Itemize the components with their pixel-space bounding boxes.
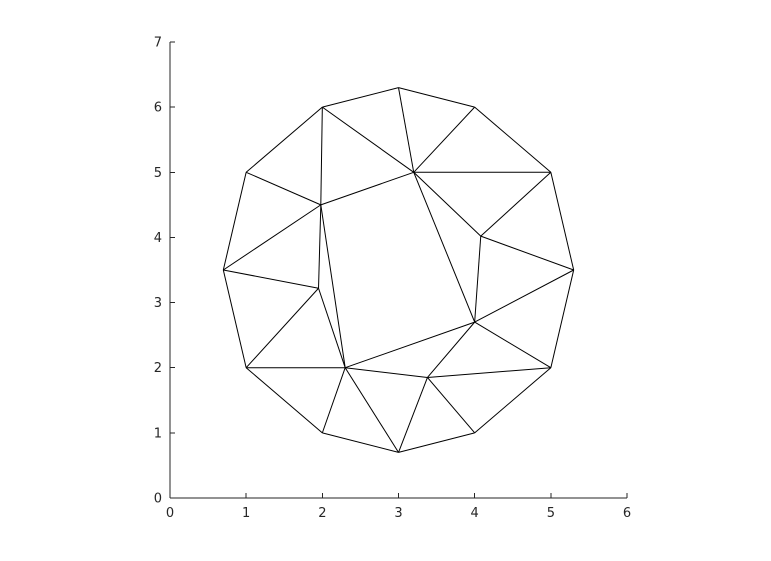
mesh-edge bbox=[480, 235, 574, 271]
y-tick-label: 1 bbox=[154, 426, 162, 441]
y-tick-label: 4 bbox=[154, 231, 162, 246]
mesh-edge bbox=[223, 269, 319, 289]
mesh-edges bbox=[222, 87, 575, 453]
y-tick-label: 7 bbox=[154, 36, 162, 51]
mesh-edge bbox=[413, 106, 476, 173]
mesh-edge bbox=[474, 269, 574, 323]
mesh-edge bbox=[345, 367, 428, 378]
mesh-edge bbox=[480, 171, 552, 237]
x-tick-label: 3 bbox=[394, 506, 402, 521]
mesh-edge bbox=[320, 171, 414, 206]
mesh-edge bbox=[550, 172, 575, 271]
x-tick-label: 2 bbox=[318, 506, 326, 521]
y-tick-label: 2 bbox=[154, 361, 162, 376]
mesh-edge bbox=[320, 107, 323, 205]
x-tick-label: 0 bbox=[166, 506, 174, 521]
x-tick-label: 6 bbox=[623, 506, 631, 521]
mesh-edge bbox=[245, 367, 323, 434]
mesh-edge bbox=[550, 269, 575, 368]
mesh-edge bbox=[427, 367, 551, 378]
mesh-edge bbox=[245, 287, 319, 369]
mesh-edge bbox=[320, 204, 346, 368]
mesh-edge bbox=[321, 367, 346, 434]
mesh-edge bbox=[222, 172, 247, 271]
x-tick-label: 1 bbox=[242, 506, 250, 521]
mesh-edge bbox=[398, 87, 415, 173]
axes bbox=[169, 42, 627, 499]
mesh-edge bbox=[318, 204, 322, 289]
mesh-edge bbox=[344, 367, 399, 453]
mesh-edge bbox=[413, 171, 482, 237]
mesh-edge bbox=[322, 106, 415, 173]
mesh-edge bbox=[474, 367, 552, 434]
mesh-edge bbox=[222, 269, 247, 368]
y-ticks: 0 1 2 3 4 5 6 7 bbox=[154, 36, 175, 507]
x-tick-label: 5 bbox=[547, 506, 555, 521]
mesh-edge bbox=[427, 321, 476, 378]
mesh-edge bbox=[398, 432, 475, 453]
y-tick-label: 5 bbox=[154, 166, 162, 181]
mesh-edge bbox=[345, 321, 475, 369]
mesh-edge bbox=[474, 106, 552, 173]
y-tick-label: 0 bbox=[154, 492, 162, 507]
mesh-edge bbox=[223, 204, 322, 271]
mesh-edge bbox=[245, 106, 323, 173]
x-ticks: 0 1 2 3 4 5 6 bbox=[166, 493, 631, 521]
mesh-edge bbox=[398, 87, 475, 108]
mesh-edge bbox=[474, 321, 552, 369]
mesh-edge bbox=[245, 171, 322, 206]
mesh-edge bbox=[322, 432, 399, 453]
mesh-edge bbox=[474, 236, 482, 323]
mesh-edge bbox=[427, 377, 476, 434]
mesh-edge bbox=[413, 172, 476, 323]
mesh-edge bbox=[318, 288, 346, 368]
x-tick-label: 4 bbox=[471, 506, 479, 521]
y-tick-label: 3 bbox=[154, 296, 162, 311]
y-tick-label: 6 bbox=[154, 101, 162, 116]
mesh-edge bbox=[322, 87, 399, 108]
mesh-edge bbox=[398, 377, 428, 453]
